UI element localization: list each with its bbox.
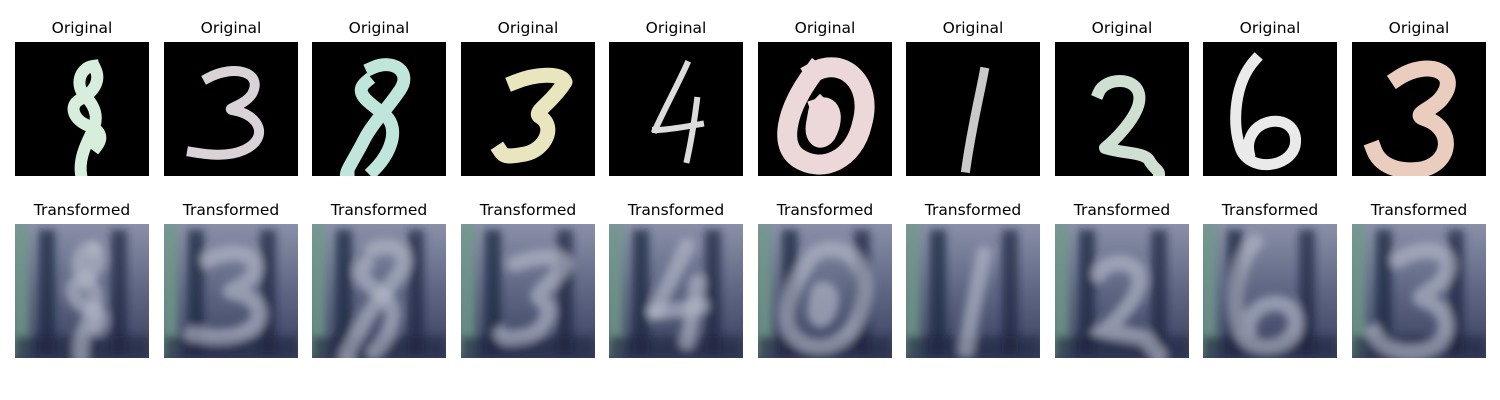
original-image — [164, 42, 298, 176]
original-title: Original — [200, 19, 262, 37]
transformed-image — [312, 224, 446, 358]
transformed-image — [164, 224, 298, 358]
original-digit-1-image — [906, 42, 1040, 176]
original-title: Original — [794, 19, 856, 37]
original-title: Original — [1091, 19, 1153, 37]
original-digit-6-image — [1203, 42, 1337, 176]
digit-stroke — [186, 66, 265, 160]
transformed-digit-3-image — [1352, 224, 1486, 358]
original-digit-8-image — [15, 42, 149, 176]
original-title: Original — [1239, 19, 1301, 37]
original-digit-2-image — [1055, 42, 1189, 176]
digit-stroke — [683, 96, 701, 164]
digit-stroke — [490, 67, 573, 164]
digit-stroke — [67, 59, 107, 155]
transformed-title: Transformed — [1370, 201, 1468, 219]
transformed-digit-0-image — [758, 224, 892, 358]
digit-stroke — [1230, 52, 1301, 170]
transformed-title: Transformed — [924, 201, 1022, 219]
original-digit-3-image — [164, 42, 298, 176]
digit-stroke — [354, 72, 400, 176]
transformed-image — [1203, 224, 1337, 358]
transformed-digit-8-image — [15, 224, 149, 358]
transformed-title: Transformed — [33, 201, 131, 219]
digit-stroke — [805, 93, 841, 148]
transformed-digit-4-image — [609, 224, 743, 358]
original-image — [1055, 42, 1189, 176]
original-title: Original — [51, 19, 113, 37]
original-title: Original — [1388, 19, 1450, 37]
transformed-title: Transformed — [776, 201, 874, 219]
original-image — [906, 42, 1040, 176]
transformed-image — [609, 224, 743, 358]
transformed-image — [1055, 224, 1189, 358]
digit-stroke — [73, 59, 102, 176]
original-image — [1352, 42, 1486, 176]
transformed-image — [758, 224, 892, 358]
original-image — [15, 42, 149, 176]
original-title: Original — [942, 19, 1004, 37]
transformed-digit-6-image — [1203, 224, 1337, 358]
transformed-title: Transformed — [1221, 201, 1319, 219]
original-digit-3-image — [461, 42, 595, 176]
original-digit-0-image — [758, 42, 892, 176]
transformed-title: Transformed — [330, 201, 428, 219]
digit-stroke — [1363, 60, 1456, 176]
transformed-digit-3-image — [164, 224, 298, 358]
transformed-title: Transformed — [479, 201, 577, 219]
digit-stroke — [1091, 75, 1166, 176]
transformed-title: Transformed — [627, 201, 725, 219]
transformed-digit-3-image — [461, 224, 595, 358]
original-title: Original — [645, 19, 707, 37]
original-image — [312, 42, 446, 176]
original-title: Original — [497, 19, 559, 37]
digit-stroke — [651, 60, 691, 134]
original-digit-3-image — [1352, 42, 1486, 176]
original-image — [609, 42, 743, 176]
digit-stroke — [651, 120, 705, 134]
original-digit-4-image — [609, 42, 743, 176]
transformed-title: Transformed — [1073, 201, 1171, 219]
transformed-title: Transformed — [182, 201, 280, 219]
transformed-image — [461, 224, 595, 358]
original-image — [1203, 42, 1337, 176]
transformed-image — [1352, 224, 1486, 358]
digit-stroke — [960, 66, 990, 174]
original-image — [461, 42, 595, 176]
transformed-image — [906, 224, 1040, 358]
transformed-digit-2-image — [1055, 224, 1189, 358]
digit-stroke — [777, 57, 875, 175]
original-image — [758, 42, 892, 176]
original-digit-8-image — [312, 42, 446, 176]
transformed-digit-1-image — [906, 224, 1040, 358]
original-title: Original — [348, 19, 410, 37]
transformed-image — [15, 224, 149, 358]
transformed-digit-8-image — [312, 224, 446, 358]
